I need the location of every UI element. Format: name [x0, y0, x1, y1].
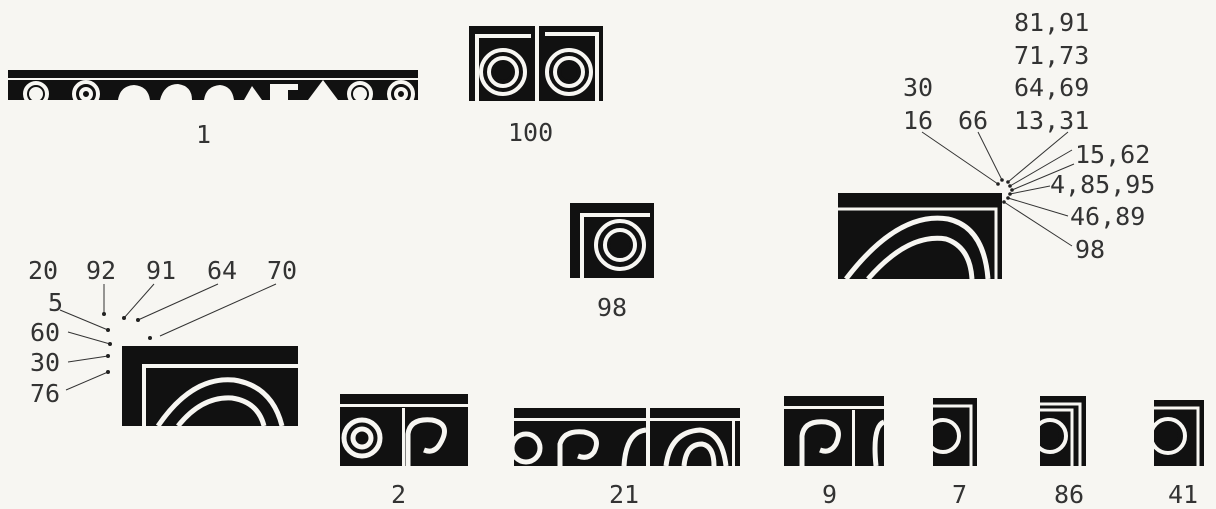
specimen-9-label: 9	[822, 482, 837, 507]
specimen-2-label: 2	[391, 482, 406, 507]
specimen-86-image	[1040, 396, 1086, 466]
specimen-41-label: 41	[1168, 482, 1198, 507]
specimen-21-label: 21	[609, 482, 639, 507]
specimen-9-image	[784, 396, 884, 466]
specimen-21-image	[514, 408, 740, 466]
specimen-41-image	[1154, 400, 1204, 466]
specimen-7-image	[933, 398, 977, 466]
specimen-86-label: 86	[1054, 482, 1084, 507]
specimen-7-label: 7	[952, 482, 967, 507]
specimen-2-image	[340, 394, 468, 466]
